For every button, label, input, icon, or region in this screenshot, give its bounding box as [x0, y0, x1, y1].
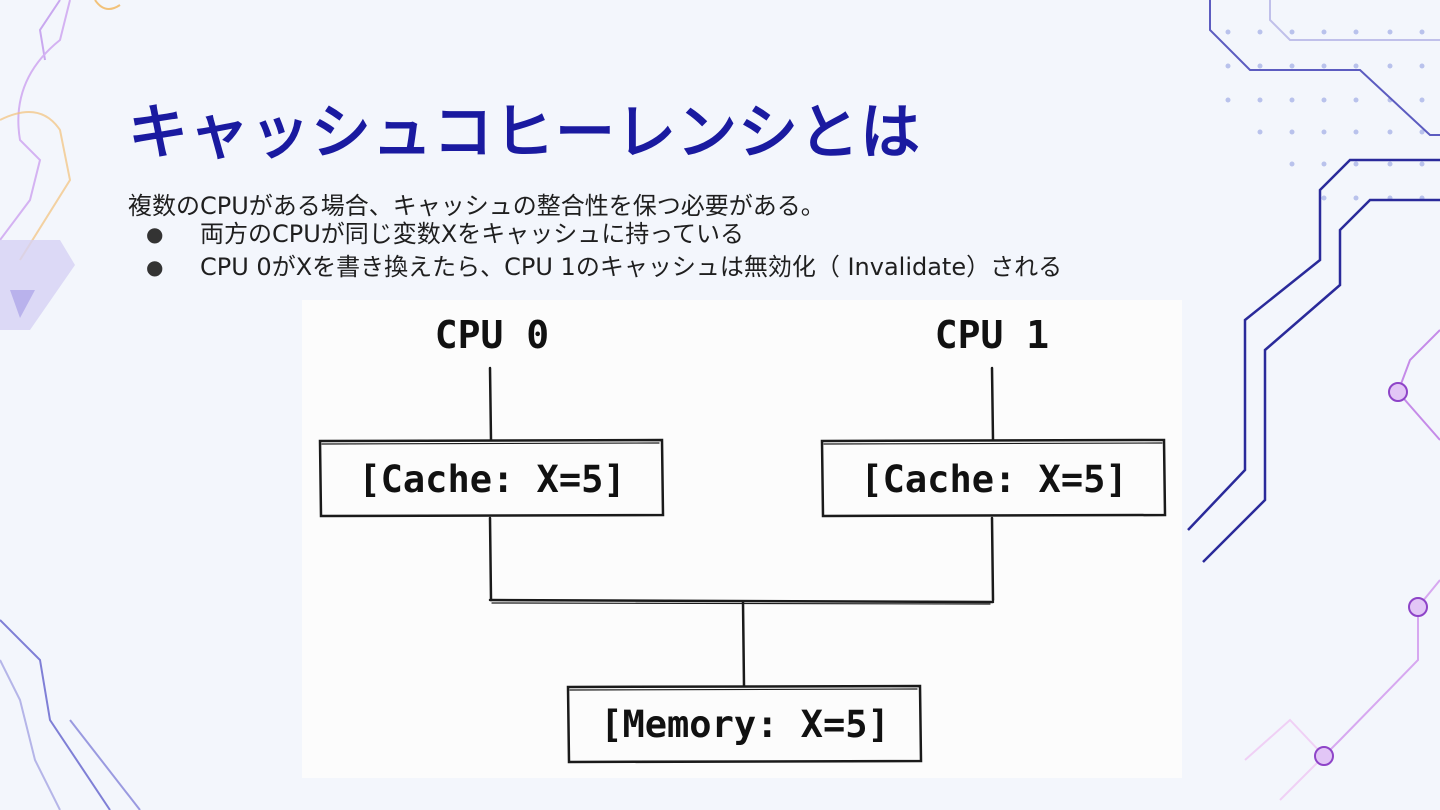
bullet-text: 両方のCPUが同じ変数Xをキャッシュに持っている: [200, 220, 745, 248]
cache0-box: [318, 438, 665, 518]
cpu0-connector: [488, 366, 493, 442]
cache0-bus-line: [488, 516, 493, 602]
memory-label: [Memory: X=5]: [600, 703, 890, 746]
cache-coherence-diagram: CPU 0 CPU 1 [Cache: X=5] [Cache: X=5] [M…: [302, 300, 1182, 778]
cache0-label: [Cache: X=5]: [358, 458, 625, 501]
cache1-box: [820, 438, 1167, 518]
cpu0-label: CPU 0: [435, 313, 549, 357]
memory-box: [566, 684, 923, 764]
bullet-item: ● 両方のCPUが同じ変数Xをキャッシュに持っている: [146, 219, 1062, 252]
shared-bus: [488, 598, 995, 604]
bullet-list: ● 両方のCPUが同じ変数Xをキャッシュに持っている ● CPU 0がXを書き換えた…: [146, 219, 1062, 285]
cpu1-connector: [990, 366, 995, 442]
cache1-bus-line: [990, 516, 995, 602]
slide-title: キャッシュコヒーレンシとは: [128, 98, 921, 168]
cache1-label: [Cache: X=5]: [860, 458, 1127, 501]
memory-connector: [741, 600, 746, 688]
cpu1-label: CPU 1: [935, 313, 1049, 357]
bullet-item: ● CPU 0がXを書き換えたら、CPU 1のキャッシュは無効化（ Invalid…: [146, 252, 1062, 285]
bullet-text: CPU 0がXを書き換えたら、CPU 1のキャッシュは無効化（ Invalida…: [200, 253, 1063, 281]
intro-text: 複数のCPUがある場合、キャッシュの整合性を保つ必要がある。: [128, 192, 825, 220]
diagram-canvas: CPU 0 CPU 1 [Cache: X=5] [Cache: X=5] [M…: [318, 313, 1167, 764]
bullet-dot-icon: ●: [146, 222, 164, 246]
bullet-dot-icon: ●: [146, 255, 164, 279]
